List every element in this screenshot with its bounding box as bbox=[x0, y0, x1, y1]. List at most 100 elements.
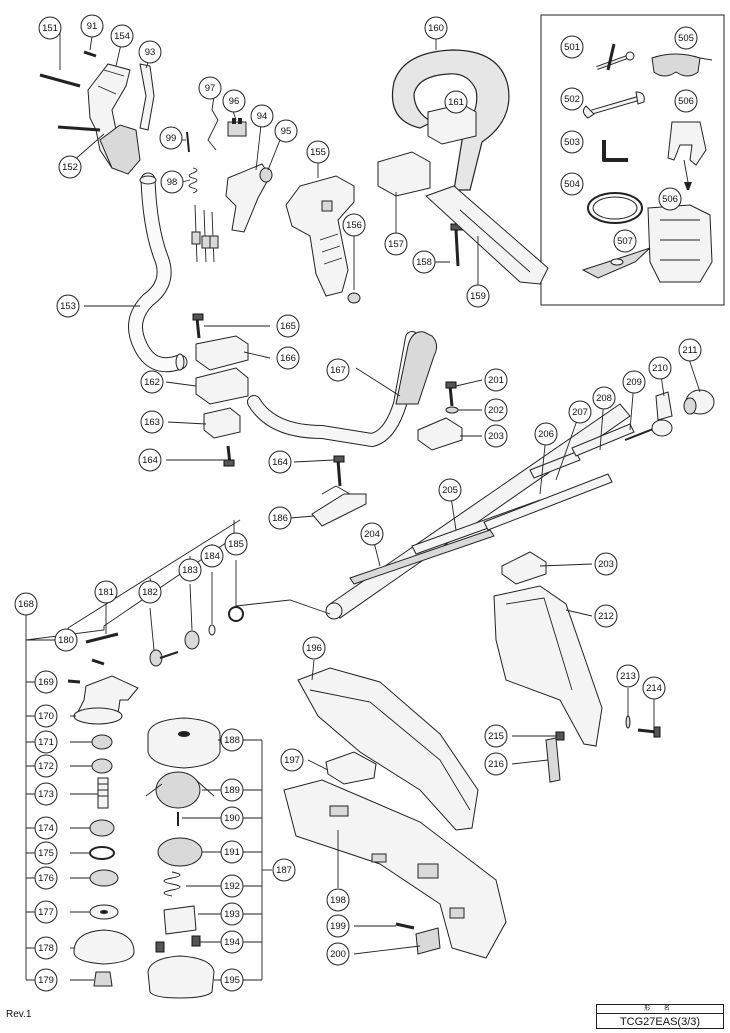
part-number: 201 bbox=[488, 375, 504, 386]
part-label-circle bbox=[268, 506, 292, 530]
part-number: 194 bbox=[224, 937, 240, 948]
guard-196 bbox=[297, 667, 479, 831]
part-label-circle bbox=[220, 874, 244, 898]
part-number: 208 bbox=[596, 393, 612, 404]
part-label-circle bbox=[34, 730, 58, 754]
part-label-155: 155 bbox=[306, 140, 330, 164]
part-label-circle bbox=[268, 450, 292, 474]
part-label-circle bbox=[424, 16, 448, 40]
part-label-163: 163 bbox=[140, 410, 164, 434]
clamp-203b bbox=[501, 551, 547, 585]
part-number: 507 bbox=[617, 236, 633, 247]
part-label-173: 173 bbox=[34, 782, 58, 806]
hex-key-503 bbox=[602, 140, 628, 162]
part-number: 212 bbox=[598, 611, 614, 622]
part-label-213: 213 bbox=[616, 664, 640, 688]
part-number: 501 bbox=[564, 42, 580, 53]
part-number: 204 bbox=[364, 529, 380, 540]
part-label-158: 158 bbox=[412, 250, 436, 274]
part-label-187: 187 bbox=[272, 858, 296, 882]
part-label-circle bbox=[484, 724, 508, 748]
part-label-circle bbox=[276, 314, 300, 338]
part-label-circle bbox=[34, 704, 58, 728]
harness-506 bbox=[647, 204, 713, 283]
part-label-circle bbox=[678, 338, 702, 362]
part-label-circle bbox=[220, 778, 244, 802]
part-number: 186 bbox=[272, 513, 288, 524]
part-number: 152 bbox=[62, 162, 78, 173]
part-number: 96 bbox=[229, 96, 240, 107]
part-number: 215 bbox=[488, 731, 504, 742]
part-label-circle bbox=[658, 187, 682, 211]
part-number: 158 bbox=[416, 257, 432, 268]
part-label-189: 189 bbox=[220, 778, 244, 802]
part-label-circle bbox=[159, 126, 183, 150]
part-label-211: 211 bbox=[678, 338, 702, 362]
part-number: 203 bbox=[598, 559, 614, 570]
model-name: TCG27EAS(3/3) bbox=[619, 1016, 701, 1028]
part-number: 98 bbox=[167, 177, 178, 188]
part-number: 195 bbox=[224, 975, 240, 986]
bolt-164a bbox=[223, 445, 235, 467]
part-label-200: 200 bbox=[326, 942, 350, 966]
circlip-185 bbox=[228, 606, 244, 622]
part-label-161: 161 bbox=[444, 90, 468, 114]
part-label-circle bbox=[198, 76, 222, 100]
part-label-195: 195 bbox=[220, 968, 244, 992]
part-number: 200 bbox=[330, 949, 346, 960]
washer-184 bbox=[208, 624, 216, 636]
bearing-174 bbox=[89, 819, 115, 837]
part-label-183: 183 bbox=[178, 558, 202, 582]
part-label-circle bbox=[466, 284, 490, 308]
part-label-circle bbox=[200, 544, 224, 568]
part-number: 175 bbox=[38, 848, 54, 859]
part-label-214: 214 bbox=[642, 676, 666, 700]
part-label-circle bbox=[160, 170, 184, 194]
part-label-157: 157 bbox=[384, 232, 408, 256]
screw-151 bbox=[39, 73, 81, 88]
grommet-156 bbox=[347, 292, 361, 304]
part-label-circle bbox=[34, 670, 58, 694]
part-number: 189 bbox=[224, 785, 240, 796]
part-number: 207 bbox=[572, 407, 588, 418]
part-label-circle bbox=[250, 104, 274, 128]
part-label-153: 153 bbox=[56, 294, 80, 318]
clamp-166 bbox=[195, 335, 249, 371]
part-label-216: 216 bbox=[484, 752, 508, 776]
part-number: 159 bbox=[470, 291, 486, 302]
part-label-185: 185 bbox=[224, 532, 248, 556]
part-number: 94 bbox=[257, 111, 268, 122]
part-number: 502 bbox=[564, 94, 580, 105]
part-label-206: 206 bbox=[534, 422, 558, 446]
guard-bracket-212 bbox=[493, 585, 603, 747]
part-number: 163 bbox=[144, 417, 160, 428]
part-label-507: 507 bbox=[613, 229, 637, 253]
part-number: 172 bbox=[38, 761, 54, 772]
part-label-circle bbox=[272, 858, 296, 882]
part-label-circle bbox=[302, 636, 326, 660]
gear-172 bbox=[91, 758, 113, 774]
part-label-504: 504 bbox=[560, 172, 584, 196]
part-label-circle bbox=[326, 358, 350, 382]
part-number: 193 bbox=[224, 909, 240, 920]
part-number: 184 bbox=[204, 551, 220, 562]
part-number: 95 bbox=[281, 126, 292, 137]
clamp-163 bbox=[203, 407, 241, 439]
part-label-circle bbox=[484, 752, 508, 776]
part-label-203a: 203 bbox=[484, 424, 508, 448]
part-label-circle bbox=[220, 840, 244, 864]
bracket-186 bbox=[311, 485, 367, 527]
washer-202 bbox=[445, 406, 459, 414]
part-label-170: 170 bbox=[34, 704, 58, 728]
part-label-circle bbox=[568, 400, 592, 424]
part-number: 205 bbox=[442, 485, 458, 496]
part-label-circle bbox=[274, 119, 298, 143]
part-label-212: 212 bbox=[594, 604, 618, 628]
part-number: 165 bbox=[280, 321, 296, 332]
part-label-circle bbox=[56, 294, 80, 318]
part-label-circle bbox=[560, 172, 584, 196]
part-label-210: 210 bbox=[648, 356, 672, 380]
part-label-201: 201 bbox=[484, 368, 508, 392]
gear-182 bbox=[149, 649, 179, 667]
part-label-circle bbox=[438, 478, 462, 502]
